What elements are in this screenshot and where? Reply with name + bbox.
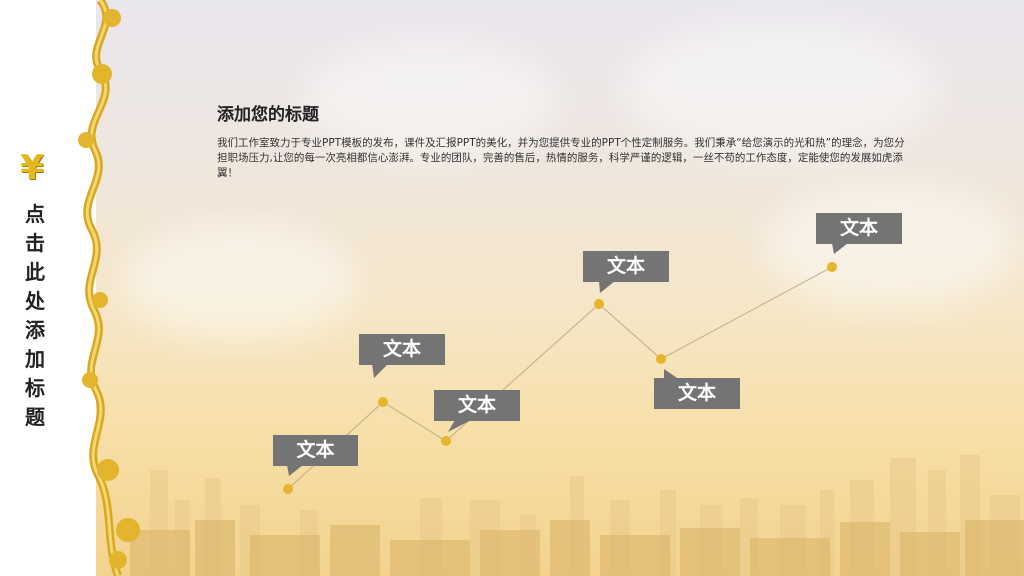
- label-tail: [287, 465, 303, 476]
- node: [441, 436, 451, 446]
- node: [283, 484, 293, 494]
- cloud: [760, 180, 1020, 310]
- label-2: 文本: [359, 334, 445, 365]
- content-heading[interactable]: 添加您的标题: [217, 105, 319, 125]
- label-4: 文本: [583, 251, 669, 282]
- content-body[interactable]: 我们工作室致力于专业PPT模板的发布，课件及汇报PPT的美化，并为您提供专业的P…: [217, 137, 905, 179]
- label-3: 文本: [434, 390, 520, 421]
- node: [656, 354, 666, 364]
- sidebar: ¥ 点击此处添加标题: [0, 0, 140, 576]
- vertical-title[interactable]: 点击此处添加标题: [25, 202, 45, 429]
- label-tail: [448, 420, 471, 432]
- label-tails: [287, 243, 848, 476]
- label-6: 文本: [816, 213, 902, 244]
- trend-line: [287, 266, 833, 490]
- node: [594, 299, 604, 309]
- node: [378, 397, 388, 407]
- label-tail: [832, 243, 848, 254]
- node: [827, 262, 837, 272]
- label-tail: [372, 364, 388, 378]
- label-tail: [664, 369, 680, 380]
- label-5: 文本: [654, 378, 740, 409]
- cloud: [300, 40, 560, 160]
- yen-icon: ¥: [20, 148, 44, 188]
- cloud: [120, 220, 360, 340]
- skyline-front: [130, 520, 1024, 576]
- label-tail: [599, 281, 615, 293]
- nodes: [283, 262, 837, 494]
- cloud: [620, 20, 940, 160]
- label-1: 文本: [273, 435, 358, 466]
- gold-ornament: [78, 0, 140, 576]
